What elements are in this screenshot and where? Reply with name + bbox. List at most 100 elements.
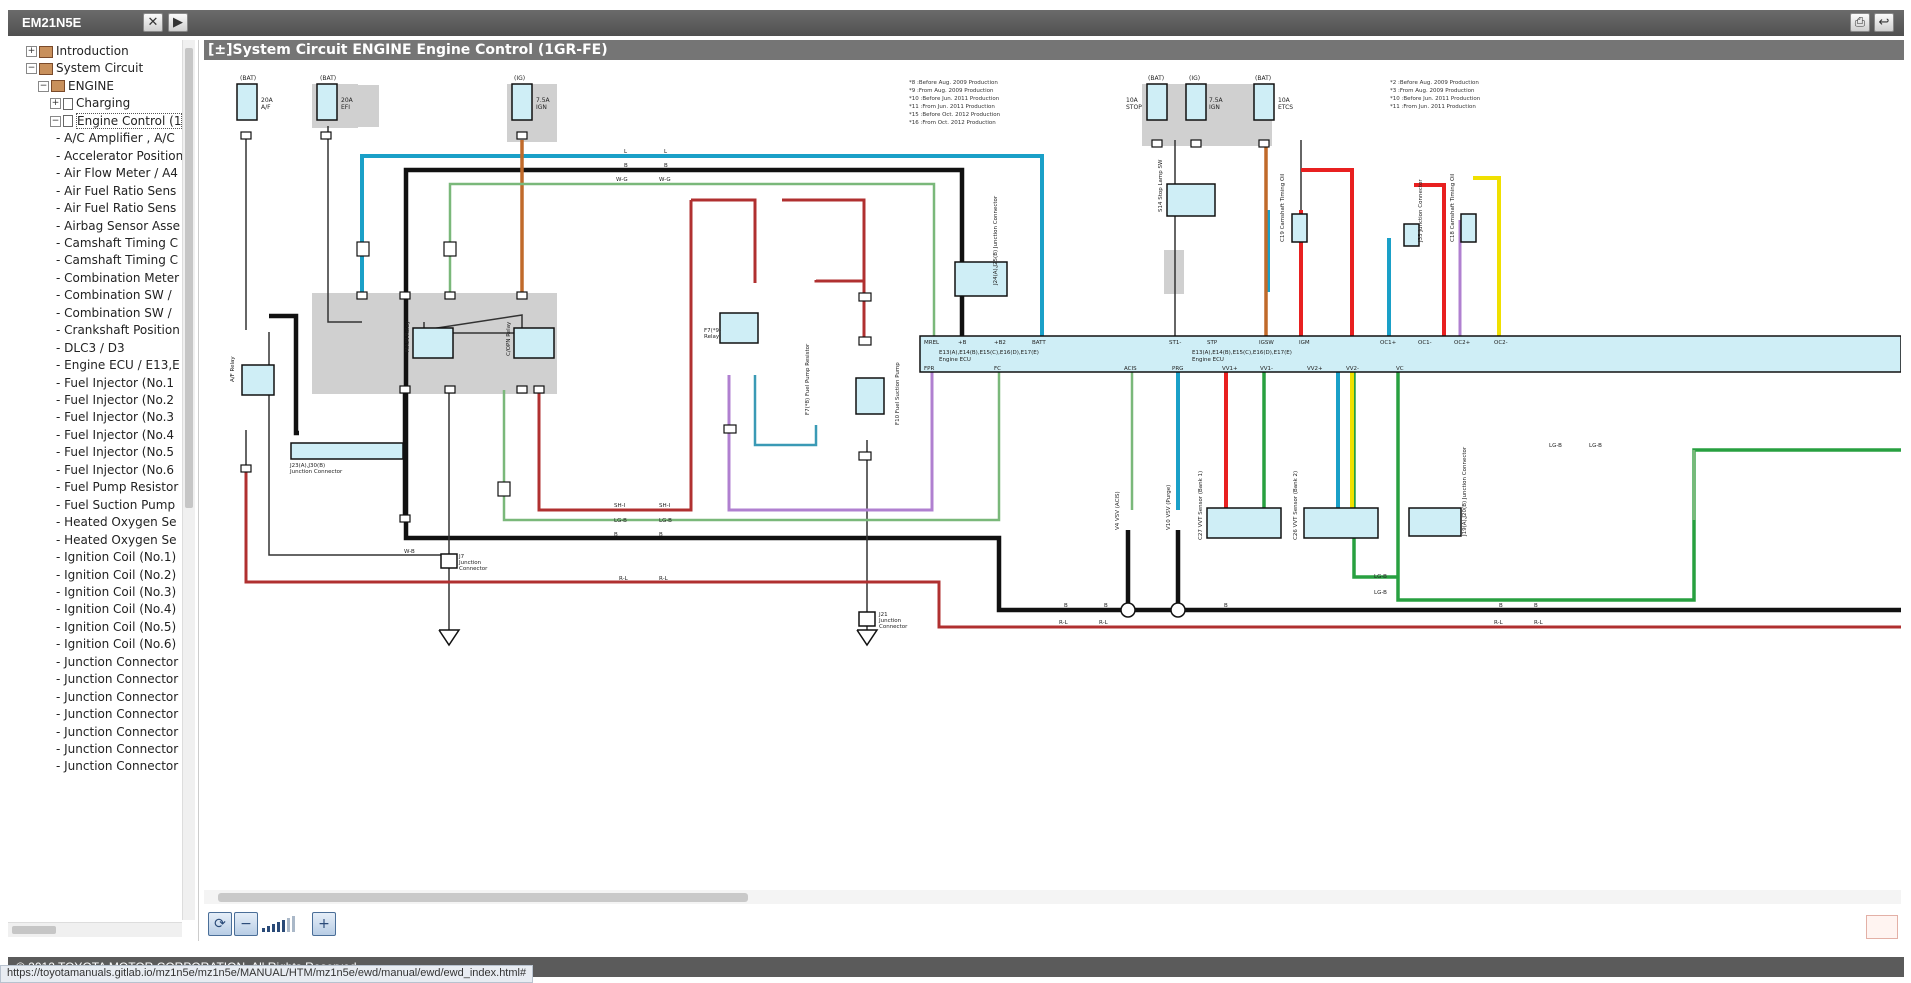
tree-item[interactable]: + Introduction <box>26 42 129 60</box>
tree-item-label: - Combination Meter <box>56 270 180 285</box>
tree-item[interactable]: - Fuel Suction Pump <box>56 496 175 514</box>
svg-text:*11 :From Jun. 2011 Production: *11 :From Jun. 2011 Production <box>909 104 995 110</box>
tree-item[interactable]: - Fuel Injector (No.4 <box>56 426 174 444</box>
tree-item[interactable]: - Junction Connector <box>56 705 178 723</box>
tree-item[interactable]: - Junction Connector <box>56 670 178 688</box>
vvt-sensor-bank2 <box>1303 507 1379 539</box>
tree-scroll-thumb[interactable] <box>185 48 193 508</box>
collapse-icon[interactable]: − <box>26 63 37 75</box>
diagram-title[interactable]: [±]System Circuit ENGINE Engine Control … <box>208 42 608 58</box>
tree-item[interactable]: - Crankshaft Position <box>56 321 180 339</box>
svg-text:J23(A),J30(B): J23(A),J30(B) <box>289 463 325 469</box>
tree-item-label: Introduction <box>56 44 129 58</box>
svg-text:7.5A: 7.5A <box>1209 97 1224 104</box>
tree-item[interactable]: - Fuel Pump Resistor <box>56 478 178 496</box>
tree-item-label: System Circuit <box>56 61 144 76</box>
tree-item[interactable]: - Heated Oxygen Se <box>56 513 177 531</box>
tree-item[interactable]: - Fuel Injector (No.3 <box>56 408 174 426</box>
tree-item[interactable]: - Ignition Coil (No.3) <box>56 583 176 601</box>
expand-arrow-icon[interactable]: ▶ <box>168 13 188 32</box>
back-icon[interactable]: ↩ <box>1874 13 1894 32</box>
svg-text:A/F Relay: A/F Relay <box>230 356 236 382</box>
tree-item[interactable]: - Air Fuel Ratio Sens <box>56 199 176 217</box>
tree-item[interactable]: - Air Fuel Ratio Sens <box>56 182 176 200</box>
tree-item[interactable]: - Air Flow Meter / A4 <box>56 164 178 182</box>
svg-text:*2 :Before Aug. 2009 Productio: *2 :Before Aug. 2009 Production <box>1390 80 1479 86</box>
zoom-in-icon[interactable]: + <box>312 912 336 936</box>
svg-text:F7(*8) Fuel Pump Resistor: F7(*8) Fuel Pump Resistor <box>805 343 811 415</box>
svg-text:IGN: IGN <box>536 104 547 111</box>
svg-text:R-L: R-L <box>1099 620 1109 626</box>
tree-item-label: - Camshaft Timing C <box>56 253 179 268</box>
collapse-icon[interactable]: − <box>50 115 61 127</box>
tree-item-label: Charging <box>76 96 131 111</box>
tree-item-label: - Combination SW / <box>56 305 172 320</box>
print-icon[interactable]: ⎙ <box>1850 13 1870 32</box>
collapse-icon[interactable]: − <box>38 80 49 92</box>
svg-text:L: L <box>624 149 628 155</box>
junction-connector-j24 <box>954 261 1008 297</box>
tree-item[interactable]: - Fuel Injector (No.6 <box>56 461 174 479</box>
svg-text:F10 Fuel Suction Pump: F10 Fuel Suction Pump <box>895 362 901 425</box>
svg-text:B: B <box>664 163 668 169</box>
tree-item[interactable]: - Heated Oxygen Se <box>56 531 177 549</box>
diagram-horizontal-scrollbar[interactable] <box>204 890 1901 904</box>
tree-vertical-scrollbar[interactable] <box>182 40 195 920</box>
svg-text:*11 :From Jun. 2011 Production: *11 :From Jun. 2011 Production <box>1390 104 1476 110</box>
tree-item[interactable]: −Engine Control (1 <box>50 112 183 130</box>
tree-item[interactable]: - Ignition Coil (No.4) <box>56 600 176 618</box>
zoom-out-icon[interactable]: − <box>234 912 258 936</box>
svg-text:SH-I: SH-I <box>659 503 671 509</box>
tree-item-label: - Fuel Injector (No.3 <box>56 410 175 425</box>
tree-item[interactable]: - Ignition Coil (No.1) <box>56 548 176 566</box>
tree-item[interactable]: - Junction Connector <box>56 757 178 775</box>
expand-icon[interactable]: + <box>50 98 61 110</box>
tree-item[interactable]: - Ignition Coil (No.6) <box>56 635 176 653</box>
tree-item[interactable]: - Ignition Coil (No.2) <box>56 566 176 584</box>
svg-text:*10 :Before Jun. 2011 Producti: *10 :Before Jun. 2011 Production <box>1390 96 1481 102</box>
tree-item[interactable]: - Junction Connector <box>56 740 178 758</box>
tree-item[interactable]: - Junction Connector <box>56 723 178 741</box>
tree-item[interactable]: - Camshaft Timing C <box>56 234 178 252</box>
tree-item[interactable]: - Combination Meter <box>56 269 179 287</box>
svg-text:C27 VVT Sensor (Bank 1): C27 VVT Sensor (Bank 1) <box>1198 471 1204 540</box>
tree-item[interactable]: - Combination SW / <box>56 286 172 304</box>
tree-item[interactable]: −ENGINE <box>38 77 114 95</box>
svg-text:VV2+: VV2+ <box>1307 366 1323 372</box>
tree-item[interactable]: - Junction Connector <box>56 688 178 706</box>
tree-hscroll-thumb[interactable] <box>12 926 56 934</box>
tree-item[interactable]: - DLC3 / D3 <box>56 339 125 357</box>
tree-item[interactable]: + Charging <box>50 94 130 112</box>
tree-item[interactable]: - Combination SW / <box>56 304 172 322</box>
fuse-ign <box>511 83 533 121</box>
svg-text:A/F: A/F <box>261 104 271 111</box>
tree-item[interactable]: - Fuel Injector (No.1 <box>56 374 174 392</box>
tree-item[interactable]: - Junction Connector <box>56 653 178 671</box>
tree-item[interactable]: - Ignition Coil (No.5) <box>56 618 176 636</box>
tree-horizontal-scrollbar[interactable] <box>8 922 182 937</box>
svg-text:L: L <box>664 149 668 155</box>
zoom-level-indicator[interactable] <box>260 914 308 934</box>
tree-item[interactable]: - Fuel Injector (No.2 <box>56 391 174 409</box>
tree-item-label: - Fuel Injector (No.2 <box>56 393 175 407</box>
diagram-scroll-thumb[interactable] <box>218 893 748 902</box>
tree-item-label: - Fuel Suction Pump <box>56 497 176 512</box>
expand-icon[interactable]: + <box>26 46 37 57</box>
tree-item[interactable]: - Camshaft Timing C <box>56 251 178 269</box>
close-icon[interactable]: ✕ <box>143 13 163 32</box>
svg-text:20A: 20A <box>261 97 274 104</box>
svg-text:V4 VSV (ACIS): V4 VSV (ACIS) <box>1115 491 1121 530</box>
tree-item[interactable]: - Accelerator Position <box>56 147 183 165</box>
svg-text:R-L: R-L <box>1534 620 1544 626</box>
refresh-icon[interactable]: ⟳ <box>208 912 232 936</box>
tree-item[interactable]: − System Circuit <box>26 59 143 77</box>
tree-item[interactable]: - Airbag Sensor Asse <box>56 217 180 235</box>
tree-item[interactable]: - Engine ECU / E13,E <box>56 356 180 374</box>
svg-text:(BAT): (BAT) <box>1255 75 1271 82</box>
svg-text:E13(A),E14(B),E15(C),E16(D),E1: E13(A),E14(B),E15(C),E16(D),E17(E) <box>1192 350 1292 356</box>
feedback-icon[interactable] <box>1866 915 1898 939</box>
tree-item[interactable]: - Fuel Injector (No.5 <box>56 443 174 461</box>
svg-text:VV1+: VV1+ <box>1222 366 1238 372</box>
tree-item[interactable]: - A/C Amplifier , A/C <box>56 129 175 147</box>
